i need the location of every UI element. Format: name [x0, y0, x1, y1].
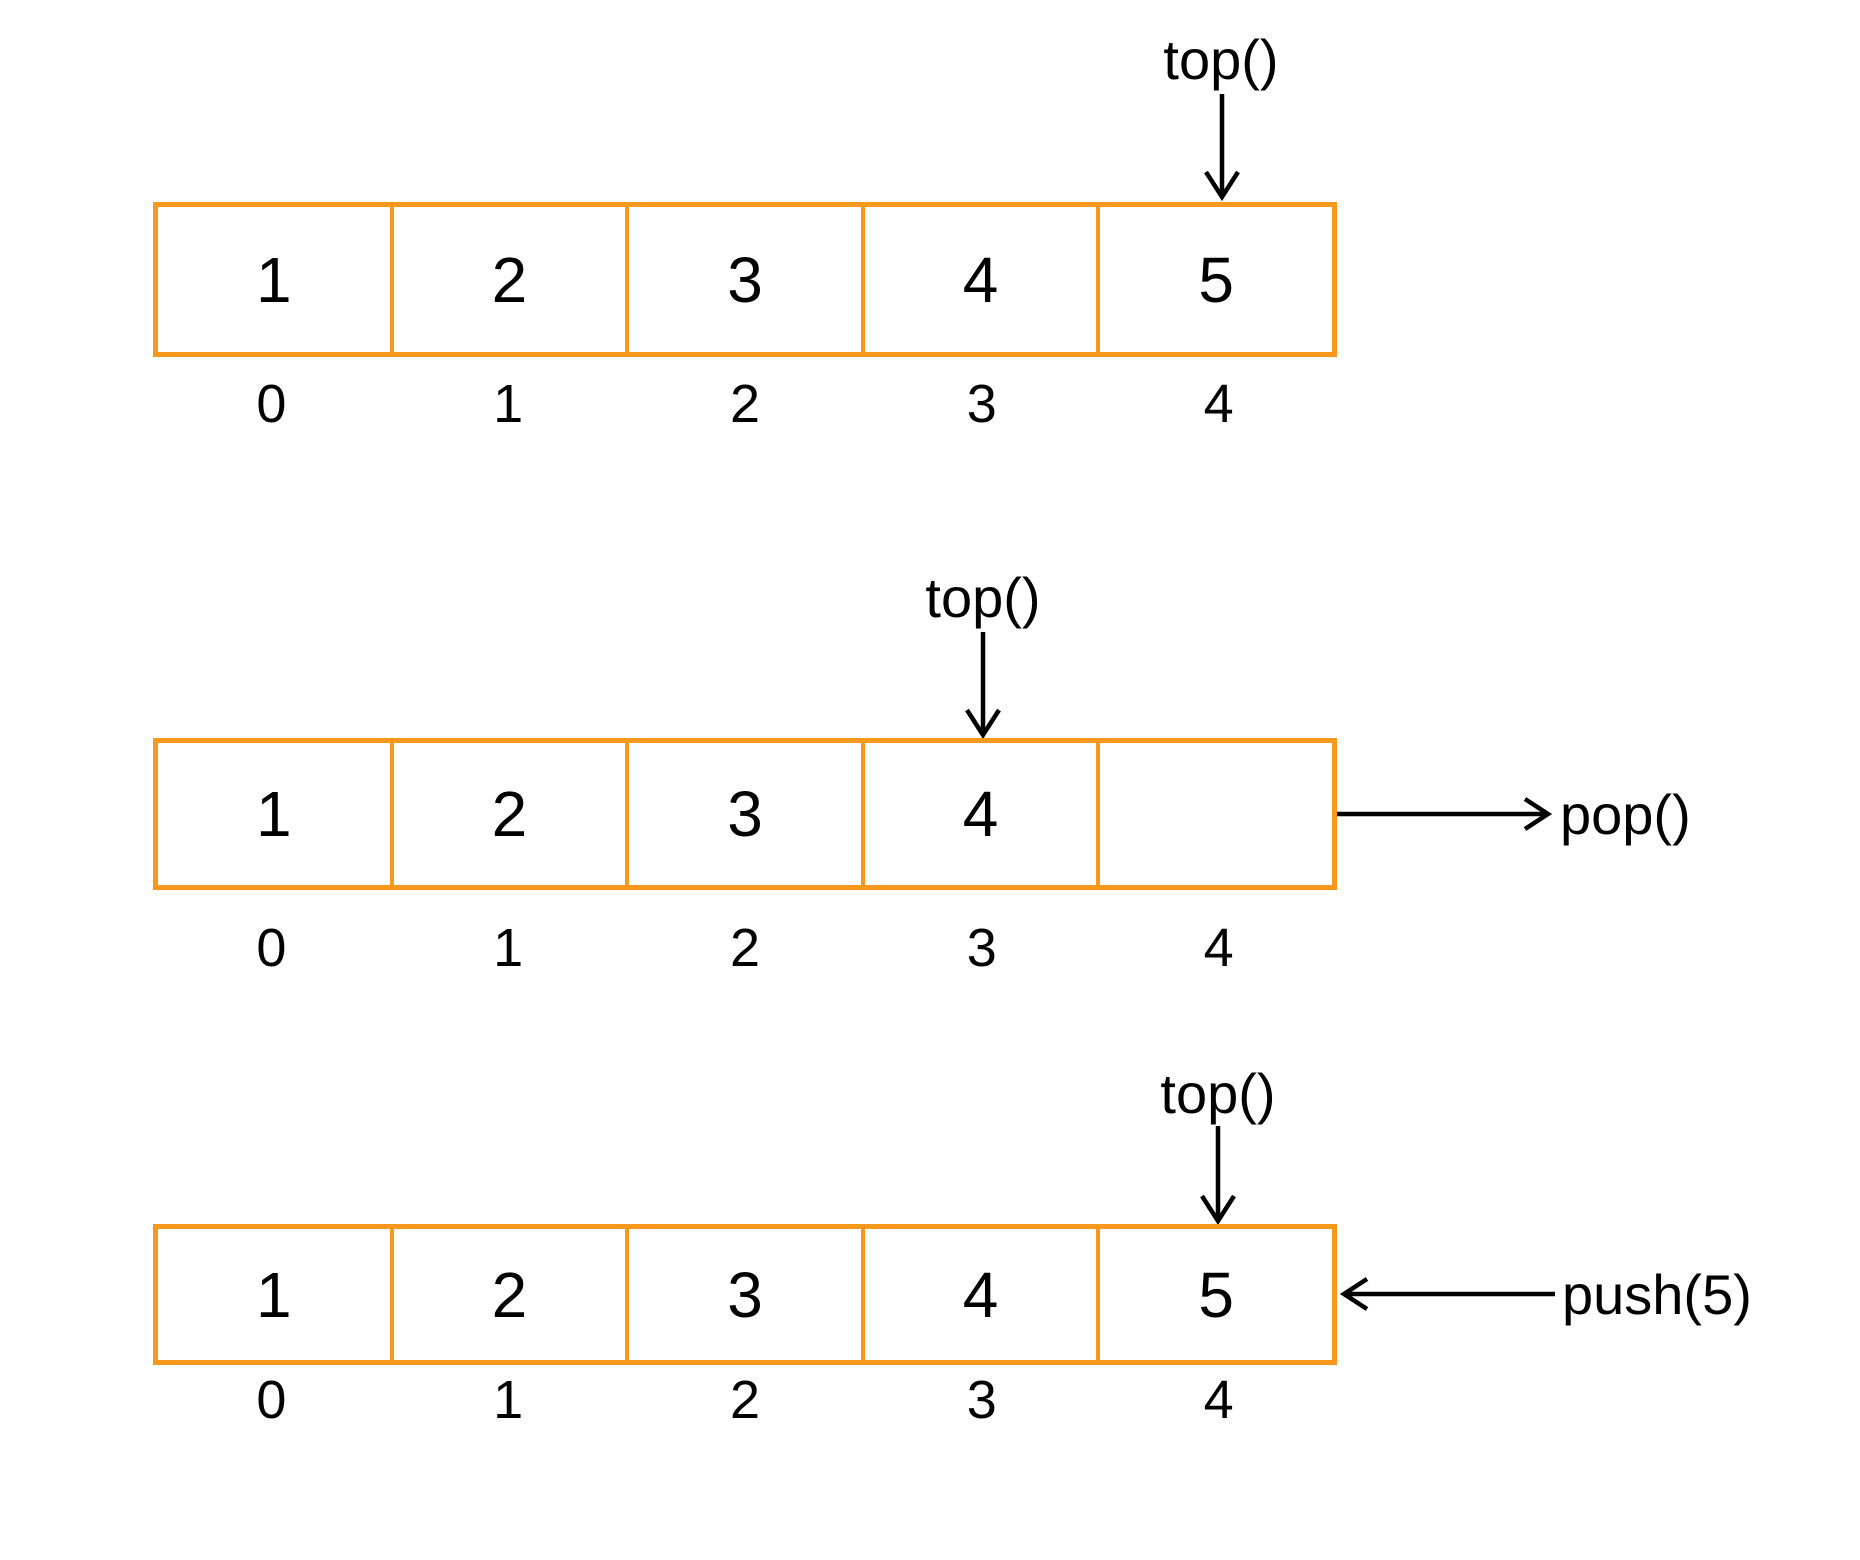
stack-cell: 3 [625, 207, 861, 352]
top-arrow-icon [1200, 1126, 1236, 1226]
top-pointer-label: top() [1160, 1062, 1276, 1125]
stack-cell-empty [1096, 743, 1332, 885]
index-label: 1 [493, 1370, 524, 1430]
top-pointer-label: top() [1163, 28, 1279, 91]
stack-cell: 1 [256, 1258, 292, 1331]
stack-array: 1 2 3 4 [153, 738, 1337, 890]
index-label: 3 [966, 374, 997, 434]
index-label: 3 [966, 1370, 997, 1430]
index-label: 4 [1203, 918, 1234, 978]
index-row: 0 1 2 3 4 [153, 1368, 1337, 1432]
push-arrow-icon [1339, 1277, 1555, 1311]
stack-cell: 3 [625, 743, 861, 885]
index-label: 1 [493, 374, 524, 434]
stack-array: 1 2 3 4 5 [153, 202, 1337, 357]
top-pointer-label: top() [925, 566, 1041, 629]
stack-cell: 1 [256, 778, 292, 850]
index-label: 0 [256, 918, 287, 978]
stack-cell: 3 [625, 1229, 861, 1360]
stack-cell: 2 [389, 207, 626, 352]
index-label: 2 [729, 918, 761, 978]
stack-array: 1 2 3 4 5 [153, 1224, 1337, 1365]
stack-cell: 2 [389, 743, 626, 885]
pop-arrow-icon [1337, 797, 1553, 831]
push-label: push(5) [1562, 1263, 1752, 1326]
top-arrow-icon [1204, 94, 1240, 202]
stack-cell: 5 [1096, 1229, 1332, 1360]
index-label: 3 [966, 918, 997, 978]
index-label: 0 [256, 1370, 287, 1430]
index-label: 4 [1203, 1370, 1234, 1430]
stack-cell: 5 [1096, 207, 1332, 352]
index-row: 0 1 2 3 4 [153, 916, 1337, 980]
index-label: 2 [729, 1370, 761, 1430]
index-row: 0 1 2 3 4 [153, 372, 1337, 436]
index-label: 1 [493, 918, 524, 978]
stack-cell: 1 [256, 243, 292, 316]
index-label: 0 [256, 374, 287, 434]
stack-cell: 4 [860, 743, 1097, 885]
stack-cell: 2 [389, 1229, 626, 1360]
top-arrow-icon [965, 632, 1001, 740]
index-label: 2 [729, 374, 761, 434]
stack-cell: 4 [860, 207, 1097, 352]
stack-cell: 4 [860, 1229, 1097, 1360]
pop-label: pop() [1560, 783, 1691, 846]
index-label: 4 [1203, 374, 1234, 434]
